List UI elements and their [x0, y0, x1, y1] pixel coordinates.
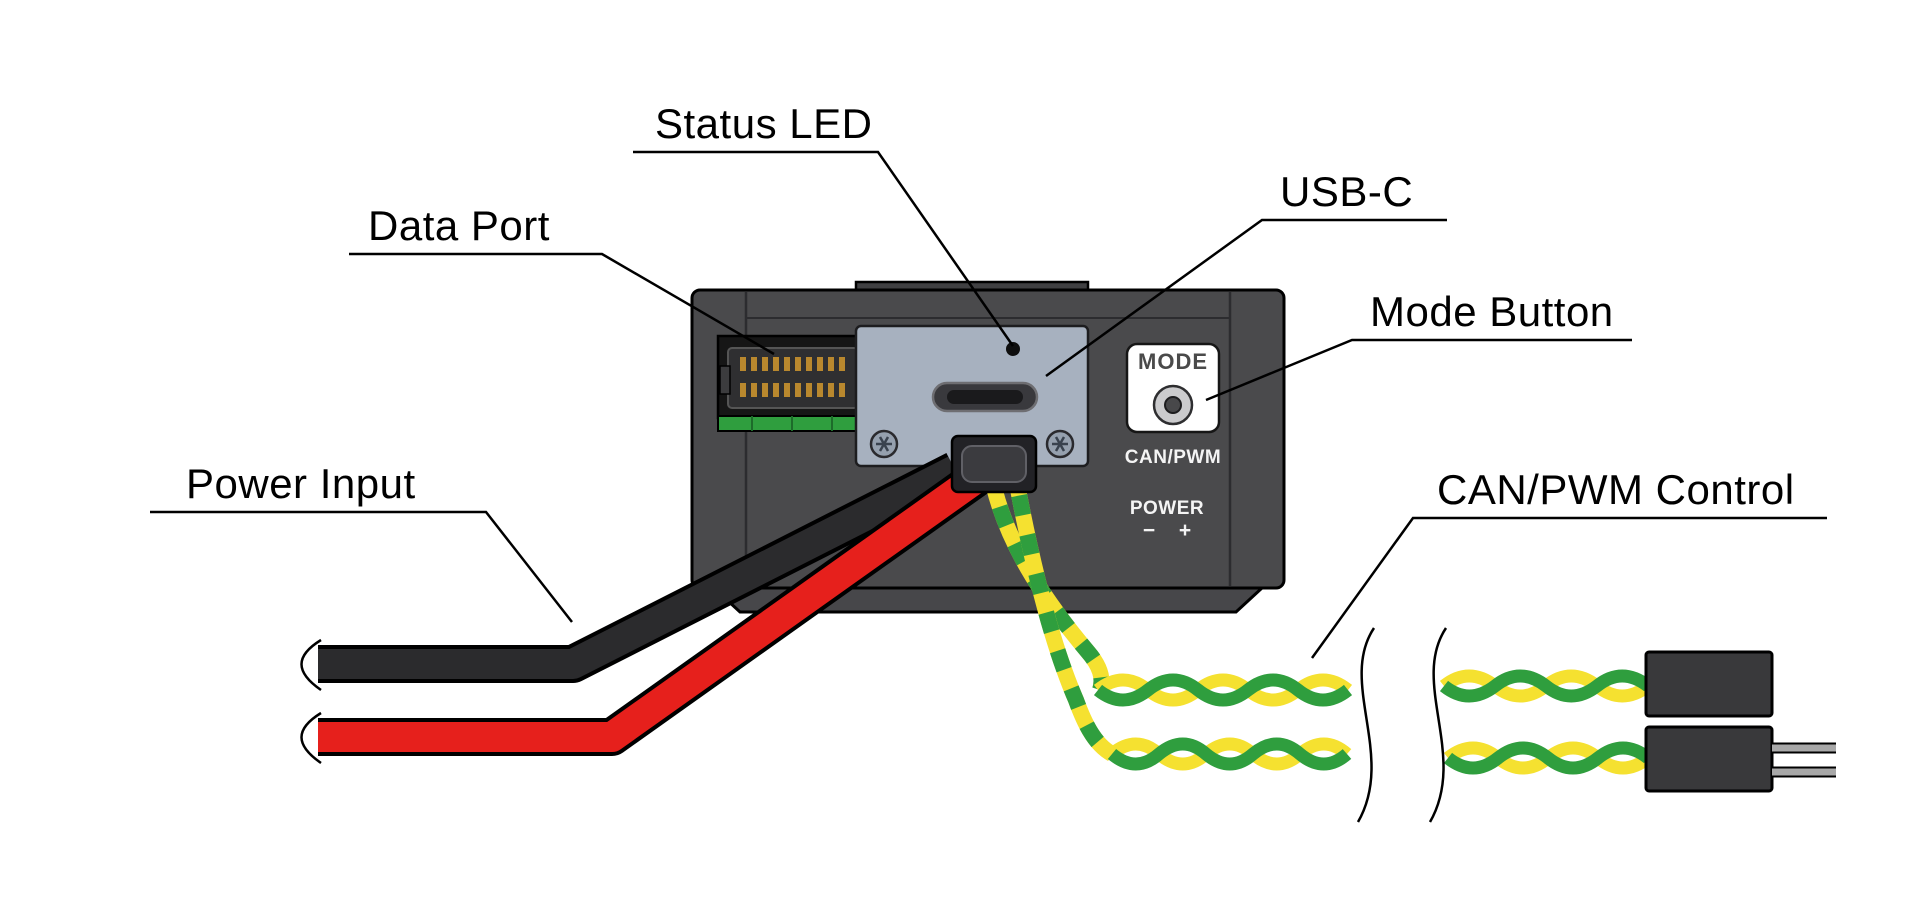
- data-port-connector: [716, 334, 870, 432]
- mode-button-center: [1164, 396, 1182, 414]
- can-pwm-connector-top: [1644, 650, 1774, 718]
- marking-can-pwm: CAN/PWM: [1124, 447, 1222, 468]
- callout-line-power-input: [150, 510, 573, 623]
- can-pwm-wire-descent-lower: [1006, 466, 1117, 761]
- label-data-port: Data Port: [368, 202, 550, 249]
- can-pwm-pair-lower-continued: [1443, 741, 1653, 775]
- label-usb-c: USB-C: [1280, 168, 1414, 215]
- can-pwm-pair-lower: [1107, 737, 1352, 771]
- status-led: [1006, 342, 1020, 356]
- label-can-pwm-control: CAN/PWM Control: [1437, 466, 1795, 513]
- callout-line-mode-button: [1205, 338, 1632, 402]
- marking-mode: MODE: [1138, 349, 1208, 374]
- marking-polarity: − +: [1142, 519, 1192, 542]
- usb-c-port: [931, 381, 1039, 413]
- label-status-led: Status LED: [655, 100, 873, 147]
- callout-line-data-port: [349, 252, 775, 356]
- label-power-input: Power Input: [186, 460, 416, 507]
- faceplate-screw-right: [1045, 429, 1075, 459]
- data-port-latch-left: [719, 365, 731, 395]
- data-port-shell: [727, 347, 859, 409]
- can-pwm-connector-bottom: [1644, 725, 1836, 793]
- can-pwm-pair-upper: [1093, 673, 1353, 707]
- can-pwm-wire-descent-upper: [982, 466, 1110, 693]
- mode-button-panel: [1125, 342, 1221, 434]
- front-faceplate: [854, 324, 1090, 468]
- callout-lines: [150, 150, 1827, 659]
- connector-pins: [1772, 744, 1836, 776]
- callout-line-can-pwm: [1310, 516, 1827, 659]
- faceplate-screw-left: [869, 429, 899, 459]
- label-mode-button: Mode Button: [1370, 288, 1614, 335]
- can-pwm-pair-upper-continued: [1439, 669, 1652, 703]
- pcb-edge-ticks: [751, 416, 833, 431]
- power-wire-break-marks: [300, 638, 322, 765]
- signal-wire-break-marks: [1356, 627, 1448, 823]
- power-wire-red: [318, 456, 997, 756]
- marking-power: POWER: [1129, 498, 1205, 519]
- callout-line-status-led: [633, 150, 1015, 347]
- wire-connector-block: [950, 434, 1038, 494]
- power-wire-black: [318, 453, 964, 683]
- callout-line-usb-c: [1045, 218, 1447, 378]
